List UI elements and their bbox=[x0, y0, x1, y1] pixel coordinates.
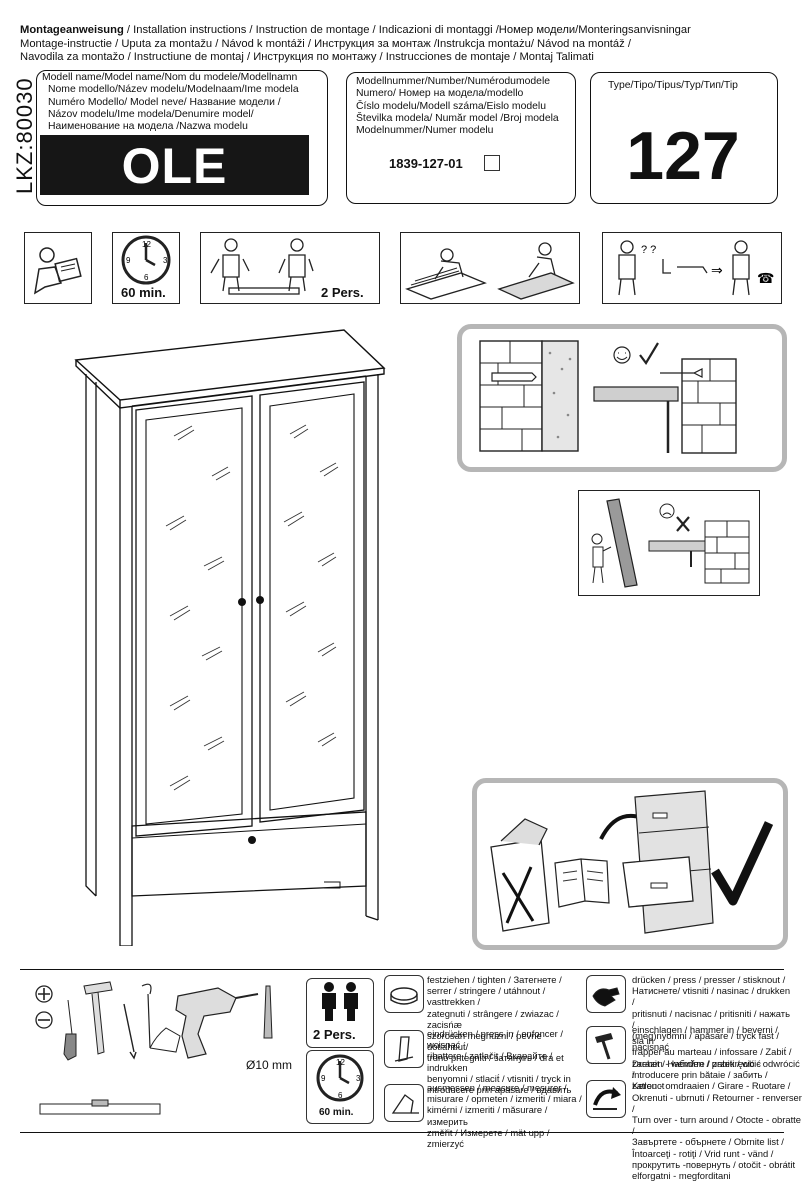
header-title: Montageanweisung / Installation instruct… bbox=[20, 24, 800, 65]
legend-time-box: 12 3 6 9 60 min. bbox=[306, 1050, 374, 1124]
svg-text:6: 6 bbox=[144, 273, 149, 282]
read-instructions-step bbox=[24, 232, 92, 304]
svg-text:3: 3 bbox=[356, 1074, 361, 1083]
model-number-label-line: Številka modela/ Număr model /Broj model… bbox=[356, 112, 559, 124]
clock-icon: 12 3 6 9 bbox=[316, 1054, 364, 1102]
legend-bottom-rule bbox=[20, 1132, 784, 1133]
call-support-icon: ? ? ⇒ ☎ bbox=[618, 240, 774, 296]
two-person-step-label: 2 Pers. bbox=[321, 285, 364, 300]
header-line-2: Montage-instructie / Uputa za montažu / … bbox=[20, 37, 631, 50]
tighten-text: festziehen / tighten / Затегнете /serrer… bbox=[427, 974, 564, 1064]
wardrobe-illustration bbox=[74, 326, 394, 946]
turn-over-text: Drehen - wenden / przekręcić - odwrócić … bbox=[632, 1058, 802, 1181]
model-number-label-line: Numero/ Номер на модела/modello bbox=[356, 88, 524, 100]
legend-top-rule bbox=[20, 969, 784, 970]
svg-text:9: 9 bbox=[321, 1074, 326, 1083]
type-value: 127 bbox=[626, 118, 740, 194]
model-name-label-line: Nome modello/Název modelu/Modelnaam/Ime … bbox=[48, 84, 299, 96]
drill-diameter-label: Ø10 mm bbox=[246, 1058, 293, 1072]
model-number-label-line: Modellnummer/Number/Numérodumodele bbox=[356, 76, 551, 87]
wall-mount-panel bbox=[457, 324, 787, 472]
model-number-box bbox=[346, 72, 576, 204]
model-name-label-line: Modell name/Model name/Nom du modele/Mod… bbox=[42, 72, 298, 83]
measure-icon-box bbox=[384, 1084, 424, 1122]
model-number-labels: Modellnummer/Number/Numérodumodele Numer… bbox=[356, 76, 572, 137]
press-in-icon-box bbox=[384, 1030, 424, 1068]
model-name-label-line: Наименование на модела /Nazwa modelu bbox=[48, 121, 248, 133]
legend-persons-box: 2 Pers. bbox=[306, 978, 374, 1048]
svg-text:9: 9 bbox=[126, 256, 131, 265]
time-step: 12 3 6 9 60 min. bbox=[112, 232, 180, 304]
model-name-label-line: Názov modelu/Ime modela/Denumire model/ bbox=[48, 108, 254, 120]
file-instructions-diagram bbox=[490, 790, 774, 934]
legend-time-label: 60 min. bbox=[319, 1107, 354, 1118]
model-number-value: 1839-127-01 bbox=[389, 156, 463, 171]
two-persons-carry-icon bbox=[210, 238, 314, 295]
model-name-label-line: Numéro Modello/ Model neve/ Название мод… bbox=[48, 96, 281, 108]
svg-text:? ?: ? ? bbox=[641, 244, 656, 256]
svg-text:6: 6 bbox=[338, 1091, 343, 1100]
hand-press-icon bbox=[592, 987, 620, 1007]
two-person-step: 2 Pers. bbox=[200, 232, 380, 304]
press-text: drücken / press / presser / stisknout /Н… bbox=[632, 974, 791, 1053]
model-name-labels: Modell name/Model name/Nom du modele/Mod… bbox=[42, 72, 324, 133]
tip-over-warning bbox=[578, 490, 760, 596]
model-name-value: OLE bbox=[40, 135, 309, 195]
press-in-text: eindrücken / press in / enfoncer / wcisn… bbox=[427, 1028, 572, 1096]
two-persons-icon bbox=[322, 982, 358, 1021]
call-support-step: ? ? ⇒ ☎ bbox=[602, 232, 782, 304]
wall-anchor-diagram bbox=[479, 340, 737, 454]
person-reading-icon bbox=[33, 247, 82, 295]
press-icon-box bbox=[586, 975, 626, 1013]
model-number-label-line: Číslo modelu/Modell száma/Eislo modelu bbox=[356, 100, 546, 112]
tighten-icon bbox=[390, 987, 418, 1005]
legend-persons-label: 2 Pers. bbox=[313, 1027, 356, 1042]
turn-over-icon-box bbox=[586, 1080, 626, 1118]
model-number-label-line: Modelnummer/Numer modelu bbox=[356, 125, 494, 137]
tools-illustration bbox=[30, 974, 302, 1122]
type-box bbox=[590, 72, 778, 204]
header-line-3: Navodila za montažo / Instructiune de mo… bbox=[20, 51, 594, 64]
svg-text:⇒: ⇒ bbox=[711, 263, 723, 279]
tighten-icon-box bbox=[384, 975, 424, 1013]
svg-text:☎: ☎ bbox=[757, 271, 774, 287]
hammer-icon-box bbox=[586, 1026, 626, 1064]
assemble-on-floor-step bbox=[400, 232, 580, 304]
header-line-1: Montageanweisung / Installation instruct… bbox=[20, 24, 691, 36]
time-step-label: 60 min. bbox=[121, 285, 166, 300]
clock-icon: 12 3 6 9 bbox=[121, 235, 171, 285]
measure-text: ausmessen / measure / mesurer /misurare … bbox=[427, 1082, 582, 1150]
hammer-icon bbox=[595, 1033, 613, 1060]
model-number-checkbox[interactable] bbox=[484, 155, 500, 171]
svg-text:3: 3 bbox=[163, 256, 168, 265]
keep-instructions-panel bbox=[472, 778, 788, 950]
hammer-text: einschlagen / hammer in / beverni / sla … bbox=[632, 1024, 792, 1092]
turn-over-icon bbox=[593, 1087, 621, 1110]
kneeling-assembly-icon bbox=[405, 242, 575, 300]
type-label: Type/Tipo/Tipus/Typ/Тип/Tip bbox=[608, 80, 738, 91]
press-in-icon bbox=[394, 1036, 414, 1062]
measure-tape-icon bbox=[391, 1094, 419, 1114]
